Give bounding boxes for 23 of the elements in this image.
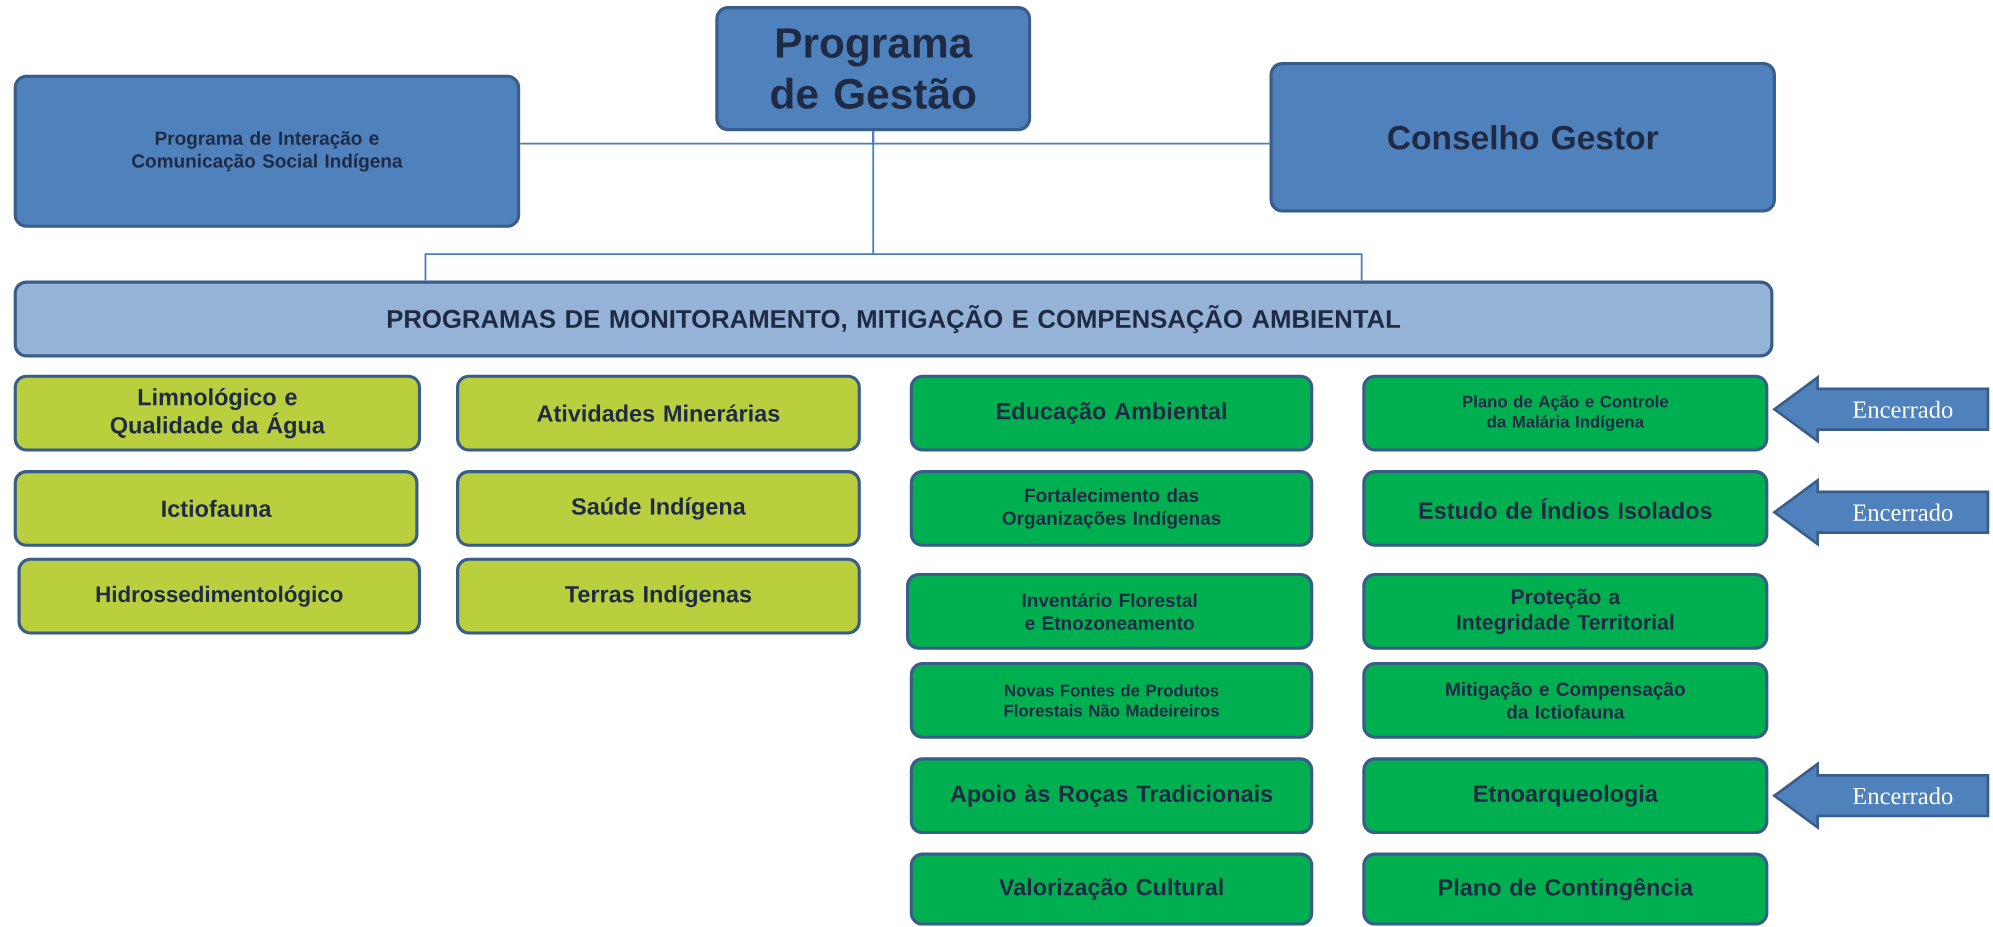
program-box: Valorização Cultural: [909, 852, 1314, 926]
program-box: Hidrossedimentológico: [17, 557, 422, 635]
program-box: Proteção a Integridade Territorial: [1362, 573, 1769, 650]
program-box: Estudo de Índios Isolados: [1362, 470, 1769, 548]
program-box: Terras Indígenas: [456, 557, 861, 635]
program-box: Programa de Interação e Comunicação Social Indígena: [13, 74, 521, 228]
program-box: Plano de Contingência: [1362, 852, 1769, 926]
program-box: Novas Fontes de Produtos Florestais Não Madeireiros: [909, 662, 1314, 739]
header-band: PROGRAMAS DE MONITORAMENTO, MITIGAÇÃO E COMPENSAÇÃO AMBIENTAL: [13, 280, 1774, 358]
program-box: Etnoarqueologia: [1362, 757, 1769, 835]
program-box: Atividades Minerárias: [456, 374, 861, 452]
program-box: Inventário Florestal e Etnozoneamento: [905, 573, 1314, 650]
program-box: Ictiofauna: [13, 470, 419, 548]
title-box: Programa de Gestão: [715, 6, 1032, 132]
program-box: Plano de Ação e Controle da Malária Indígena: [1362, 374, 1769, 452]
program-box: Limnológico e Qualidade da Água: [13, 374, 422, 452]
program-box: Mitigação e Compensação da Ictiofauna: [1362, 662, 1769, 739]
program-box: Saúde Indígena: [456, 470, 861, 548]
connector-line: [424, 130, 1363, 282]
program-box: Conselho Gestor: [1269, 62, 1776, 213]
program-box: Educação Ambiental: [909, 374, 1314, 452]
program-box: Fortalecimento das Organizações Indígenas: [909, 470, 1314, 548]
program-box: Apoio às Roças Tradicionais: [909, 757, 1314, 835]
